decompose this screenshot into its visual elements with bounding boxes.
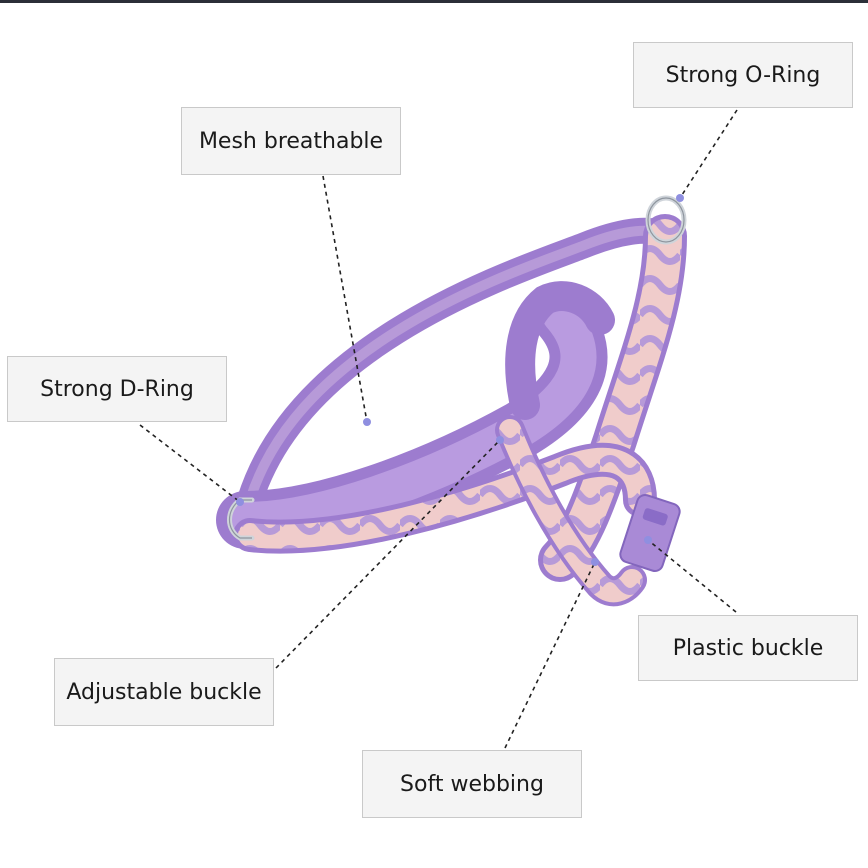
leader-oring	[679, 109, 738, 199]
top-border	[0, 0, 868, 3]
top-pad	[505, 281, 615, 420]
callout-strong-d-ring: Strong D-Ring	[7, 356, 227, 422]
leader-dring	[139, 424, 241, 503]
leader-mesh	[322, 175, 368, 423]
leader-soft	[504, 561, 596, 749]
dot-soft	[591, 558, 599, 566]
dot-dring	[236, 498, 244, 506]
callout-soft-webbing: Soft webbing	[362, 750, 582, 818]
callout-plastic-buckle: Plastic buckle	[638, 615, 858, 681]
dot-mesh	[363, 418, 371, 426]
dot-oring	[676, 194, 684, 202]
leader-lines	[139, 109, 738, 749]
callout-adjustable-buckle: Adjustable buckle	[54, 658, 274, 726]
callout-mesh-breathable: Mesh breathable	[181, 107, 401, 175]
leader-plastic	[647, 539, 737, 613]
callout-strong-o-ring: Strong O-Ring	[633, 42, 853, 108]
dot-adjust	[496, 436, 504, 444]
plastic-buckle	[619, 493, 681, 573]
leader-adjust	[275, 439, 501, 669]
dot-plastic	[644, 536, 652, 544]
callout-dots	[236, 194, 684, 566]
